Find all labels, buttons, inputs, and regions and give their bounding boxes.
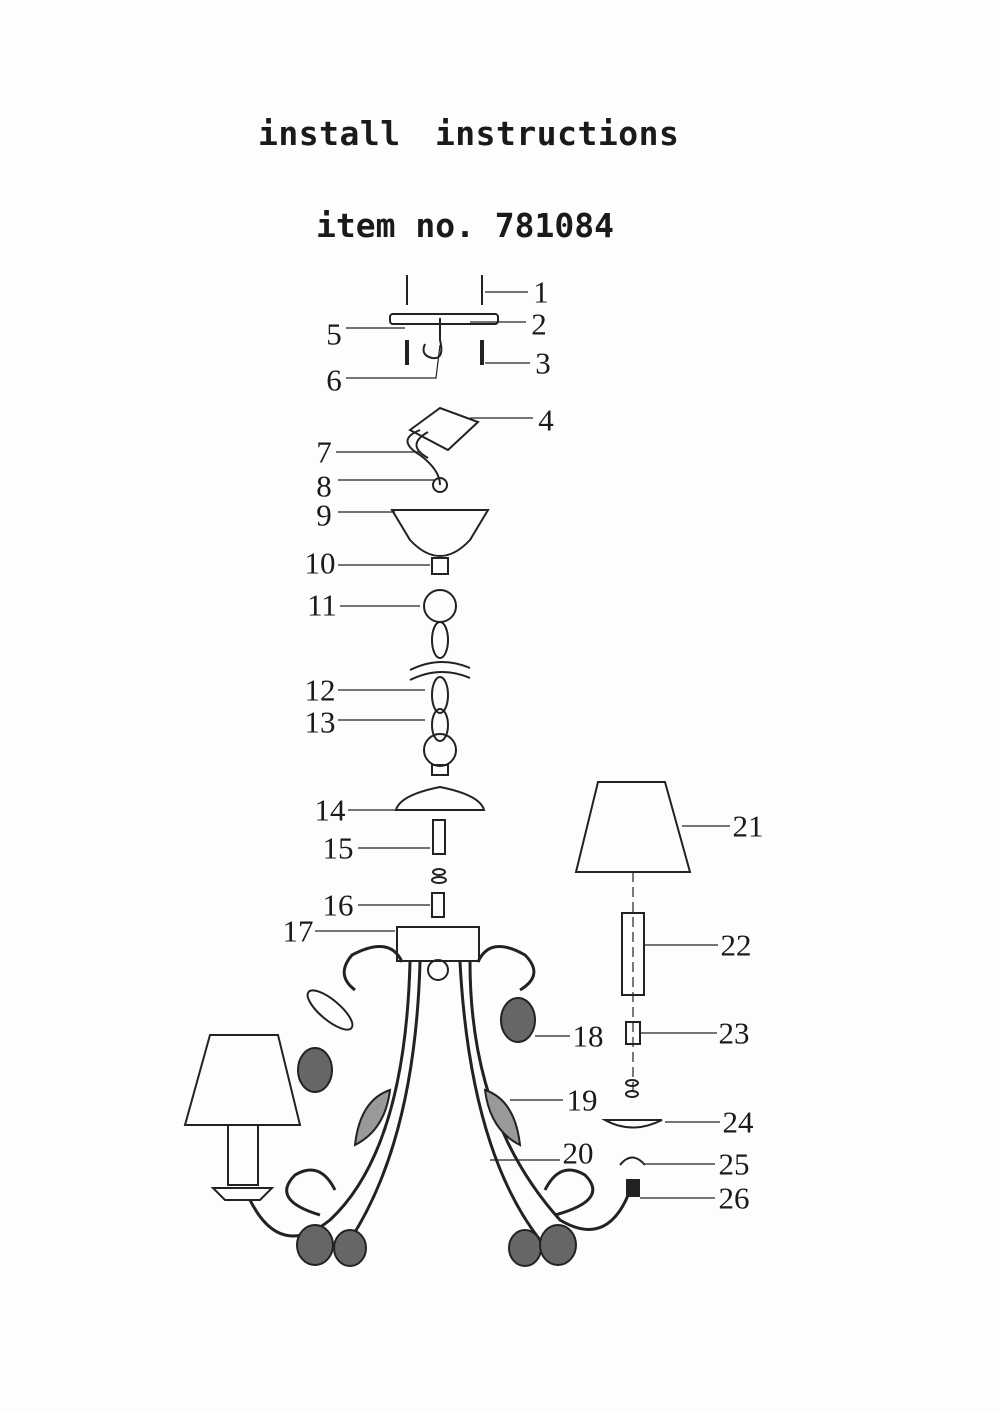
part-label-15: 15	[322, 830, 354, 866]
part-label-24: 24	[722, 1104, 754, 1140]
part-label-25: 25	[718, 1146, 750, 1182]
part-label-9: 9	[316, 497, 332, 533]
part-label-11: 11	[307, 587, 337, 623]
part-label-18: 18	[572, 1018, 604, 1054]
part-label-17: 17	[282, 913, 314, 949]
right-lampshade	[574, 781, 692, 873]
part-label-14: 14	[314, 792, 346, 828]
part-label-10: 10	[304, 545, 336, 581]
terminal-block	[406, 406, 480, 486]
part-label-26: 26	[718, 1180, 750, 1216]
mounting-hardware	[389, 275, 499, 365]
part-label-7: 7	[316, 434, 332, 470]
part-label-19: 19	[566, 1082, 598, 1118]
central-body	[396, 926, 480, 962]
part-label-6: 6	[326, 362, 342, 398]
item-number: item no. 781084	[316, 206, 615, 245]
chain	[409, 621, 471, 776]
part-label-22: 22	[720, 927, 752, 963]
canopy	[390, 509, 490, 558]
part-label-5: 5	[326, 316, 342, 352]
part-label-21: 21	[732, 808, 764, 844]
part-label-2: 2	[531, 306, 547, 342]
crystal-drops	[296, 997, 577, 1267]
leader-lines	[315, 291, 730, 1199]
part-label-20: 20	[562, 1135, 594, 1171]
leaves	[353, 1088, 522, 1147]
part-label-23: 23	[718, 1015, 750, 1051]
part-label-13: 13	[304, 704, 336, 740]
crown-cup	[394, 785, 486, 811]
part-label-4: 4	[538, 402, 554, 438]
document-title: install instructions	[258, 114, 680, 153]
arms	[248, 945, 634, 1241]
part-label-12: 12	[304, 672, 336, 708]
part-label-16: 16	[322, 887, 354, 923]
part-label-8: 8	[316, 468, 332, 504]
left-lampshade	[183, 1034, 302, 1126]
part-label-1: 1	[533, 274, 549, 310]
part-label-3: 3	[535, 345, 551, 381]
